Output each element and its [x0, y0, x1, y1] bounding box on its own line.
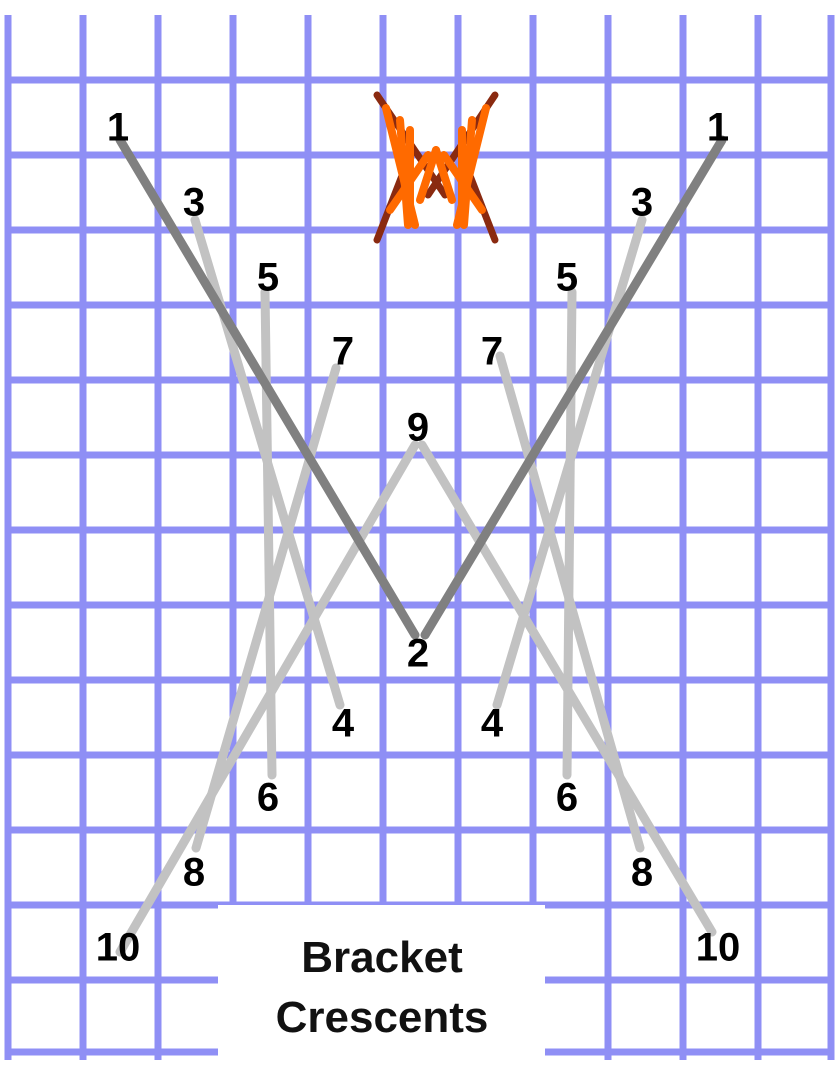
label-6-left: 6 [257, 776, 279, 820]
label-4-left: 4 [332, 702, 355, 746]
labels-right: 1 3 4 5 6 7 8 10 [481, 106, 740, 970]
title-line-2: Crescents [276, 993, 489, 1042]
label-5-left: 5 [257, 256, 279, 300]
title-box [218, 905, 545, 1070]
light-stitches [115, 215, 717, 957]
label-7-left: 7 [332, 330, 354, 374]
label-5-right: 5 [556, 256, 578, 300]
stitch-1-2-left [115, 135, 420, 640]
labels-left: 1 2 3 4 5 6 7 8 9 10 [96, 106, 429, 970]
label-1-right: 1 [707, 106, 729, 150]
title-line-1: Bracket [301, 933, 463, 982]
dark-stitches [115, 135, 727, 640]
bracket-crescent-stitch-icon [373, 91, 499, 244]
label-10-left: 10 [96, 926, 141, 970]
label-1-left: 1 [107, 106, 129, 150]
label-4-right: 4 [481, 702, 504, 746]
label-6-right: 6 [556, 776, 578, 820]
stitch-9-10-right [417, 440, 717, 937]
label-3-left: 3 [183, 181, 205, 225]
label-7-right: 7 [481, 330, 503, 374]
label-2: 2 [407, 632, 429, 676]
label-10-right: 10 [696, 926, 741, 970]
stitch-1-2-right [420, 135, 727, 640]
stitch-9-10-left [115, 440, 420, 957]
stitch-7-8-left [191, 363, 341, 853]
label-8-left: 8 [183, 851, 205, 895]
label-9: 9 [407, 406, 429, 450]
label-3-right: 3 [631, 181, 653, 225]
label-8-right: 8 [631, 851, 653, 895]
